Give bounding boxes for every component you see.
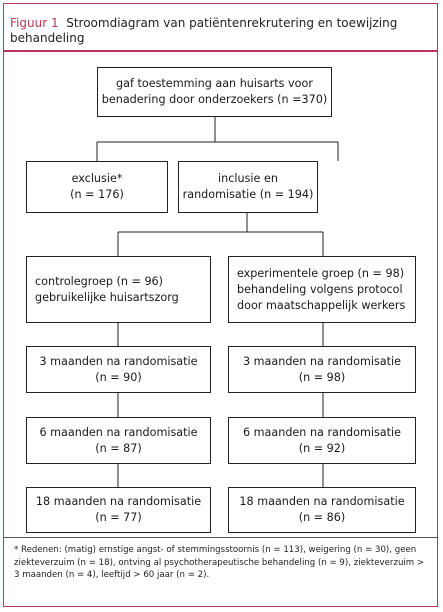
figure-label: Figuur 1 — [10, 16, 59, 30]
figure-caption: Figuur 1 Stroomdiagram van patiëntenrekr… — [10, 16, 430, 46]
figure-title: Stroomdiagram van patiëntenrekrutering e… — [10, 16, 398, 45]
box-control-3-months: 3 maanden na randomisatie (n = 90) — [26, 346, 211, 393]
footnote: * Redenen: (matig) ernstige angst- of st… — [14, 545, 425, 580]
box-control-group: controlegroep (n = 96) gebruikelijke hui… — [26, 256, 211, 323]
footnote-divider — [3, 537, 438, 538]
box-control-18-months: 18 maanden na randomisatie (n = 77) — [26, 487, 211, 533]
box-consent: gaf toestemming aan huisarts voor benade… — [97, 67, 332, 117]
box-experimental-6-months: 6 maanden na randomisatie (n = 92) — [228, 417, 416, 464]
box-experimental-3-months: 3 maanden na randomisatie (n = 98) — [228, 346, 416, 393]
box-experimental-18-months: 18 maanden na randomisatie (n = 86) — [228, 487, 416, 533]
box-experimental-group: experimentele groep (n = 98) behandeling… — [228, 256, 416, 323]
caption-divider — [3, 50, 438, 52]
box-inclusion: inclusie en randomisatie (n = 194) — [178, 161, 318, 213]
box-control-6-months: 6 maanden na randomisatie (n = 87) — [26, 417, 211, 464]
box-exclusion: exclusie* (n = 176) — [26, 161, 168, 213]
